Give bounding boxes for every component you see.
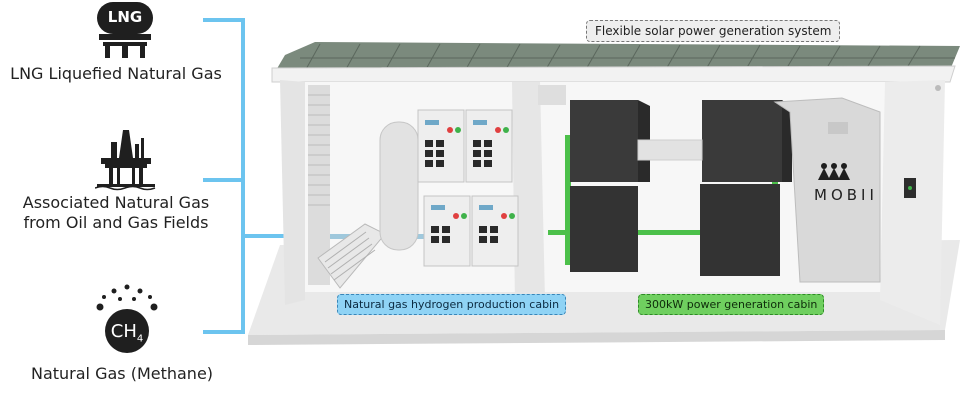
mobii-cabinet bbox=[773, 97, 881, 283]
solar-system-label: Flexible solar power generation system bbox=[586, 20, 841, 42]
hydrogen-tank bbox=[379, 121, 419, 251]
methane-molecule-icon: CH4 bbox=[92, 283, 162, 353]
source-label-lng: LNG Liquefied Natural Gas bbox=[10, 64, 222, 83]
power-cabin-label: 300kW power generation cabin bbox=[638, 294, 825, 315]
generator-blocks bbox=[570, 100, 792, 276]
lng-icon-text: LNG bbox=[107, 8, 143, 26]
oil-rig-icon bbox=[94, 128, 157, 192]
brand-name: MOBII bbox=[814, 186, 878, 204]
methane-subscript: 4 bbox=[136, 333, 144, 345]
source-label-associated-gas-line1: Associated Natural Gas bbox=[22, 193, 210, 212]
methane-formula: CH bbox=[110, 321, 137, 342]
methane-icon-text: CH4 bbox=[92, 321, 162, 345]
mobii-logo-icon bbox=[818, 163, 850, 180]
hydrogen-cabin-label: Natural gas hydrogen production cabin bbox=[337, 294, 567, 315]
lng-tank-icon: LNG bbox=[95, 0, 157, 60]
source-label-associated-gas: Associated Natural Gas from Oil and Gas … bbox=[0, 193, 232, 233]
source-label-associated-gas-line2: from Oil and Gas Fields bbox=[23, 213, 209, 232]
source-label-methane: Natural Gas (Methane) bbox=[30, 364, 214, 383]
